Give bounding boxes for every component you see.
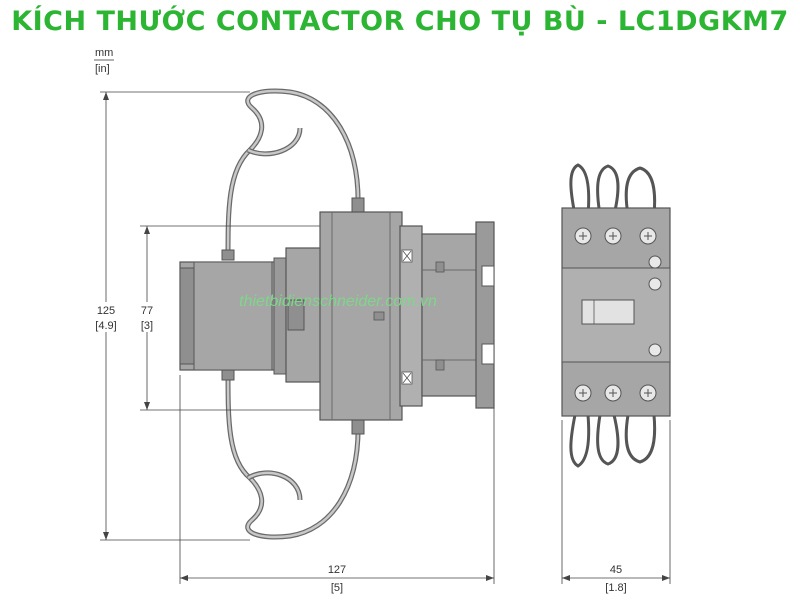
units-legend: mm [in] — [94, 47, 114, 75]
dimension-arrows — [103, 92, 670, 581]
din-rail-clip — [475, 221, 495, 409]
unit-mm: mm — [95, 47, 113, 59]
dim-45-in: [1.8] — [605, 582, 626, 594]
dim-77-mm: 77 — [141, 305, 153, 317]
watermark-text: thietbidienschneider.com.vn — [239, 293, 437, 310]
dim-125-mm: 125 — [97, 305, 115, 317]
dim-45-mm: 45 — [610, 564, 622, 576]
dim-77-in: [3] — [141, 320, 153, 332]
dim-125-in: [4.9] — [95, 320, 116, 332]
dim-127-in: [5] — [331, 582, 343, 594]
front-view — [561, 163, 671, 468]
dim-127-mm: 127 — [328, 564, 346, 576]
unit-in: [in] — [95, 63, 110, 75]
dimension-lines — [100, 91, 671, 584]
page-title: KÍCH THƯỚC CONTACTOR CHO TỤ BÙ - LC1DGKM… — [11, 6, 789, 37]
side-view — [179, 88, 495, 540]
